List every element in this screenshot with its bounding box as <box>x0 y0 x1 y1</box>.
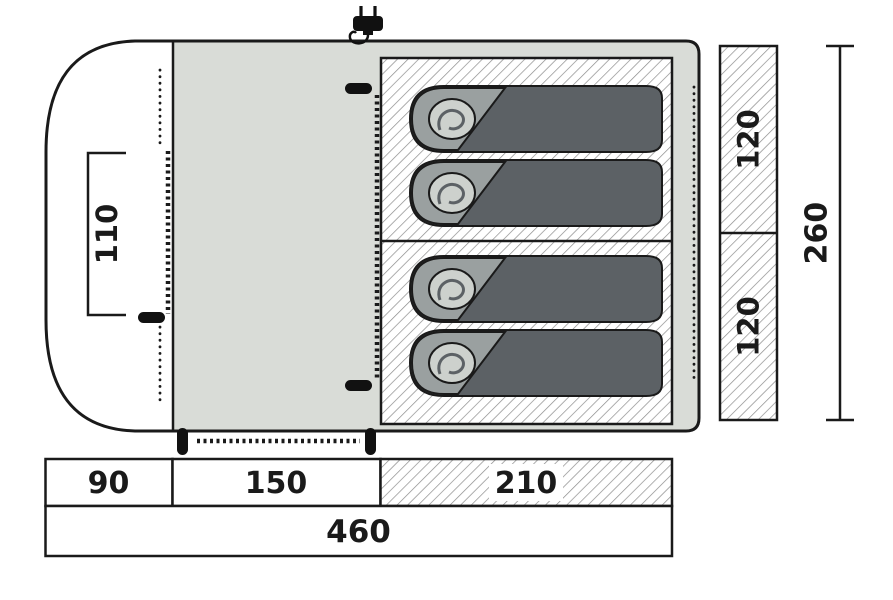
inner-zipper-pull-top <box>345 83 372 94</box>
living-depth-label: 150 <box>245 466 308 501</box>
porch-zipper-pull-left <box>177 428 188 455</box>
sleeping-bag-1 <box>408 84 664 154</box>
dim-chip-sleeping <box>489 464 563 501</box>
inner-zipper-pull-bottom <box>345 380 372 391</box>
cabin-bottom-width-label: 120 <box>732 296 766 357</box>
tent-outline <box>44 39 701 433</box>
sleeping-depth-label: 210 <box>495 466 558 501</box>
dim-box-total <box>44 504 674 558</box>
porch-zipper-pull-right <box>365 428 376 455</box>
plug-cable <box>348 30 370 45</box>
sleeping-bag-2 <box>408 158 664 228</box>
sleeping-bag-4 <box>408 328 664 398</box>
total-length-label: 460 <box>326 514 391 550</box>
door-width-bracket <box>86 151 126 317</box>
sleeping-bag-3 <box>408 254 664 324</box>
door-width-label: 110 <box>90 204 124 265</box>
power-plug-icon <box>348 6 383 45</box>
plug-neck <box>363 30 373 35</box>
plug-body <box>353 16 383 31</box>
porch-depth-label: 90 <box>88 466 130 501</box>
total-width-label: 260 <box>800 202 835 265</box>
cabin-top-width-label: 120 <box>732 109 766 170</box>
front-door-zipper-pull <box>138 312 165 323</box>
